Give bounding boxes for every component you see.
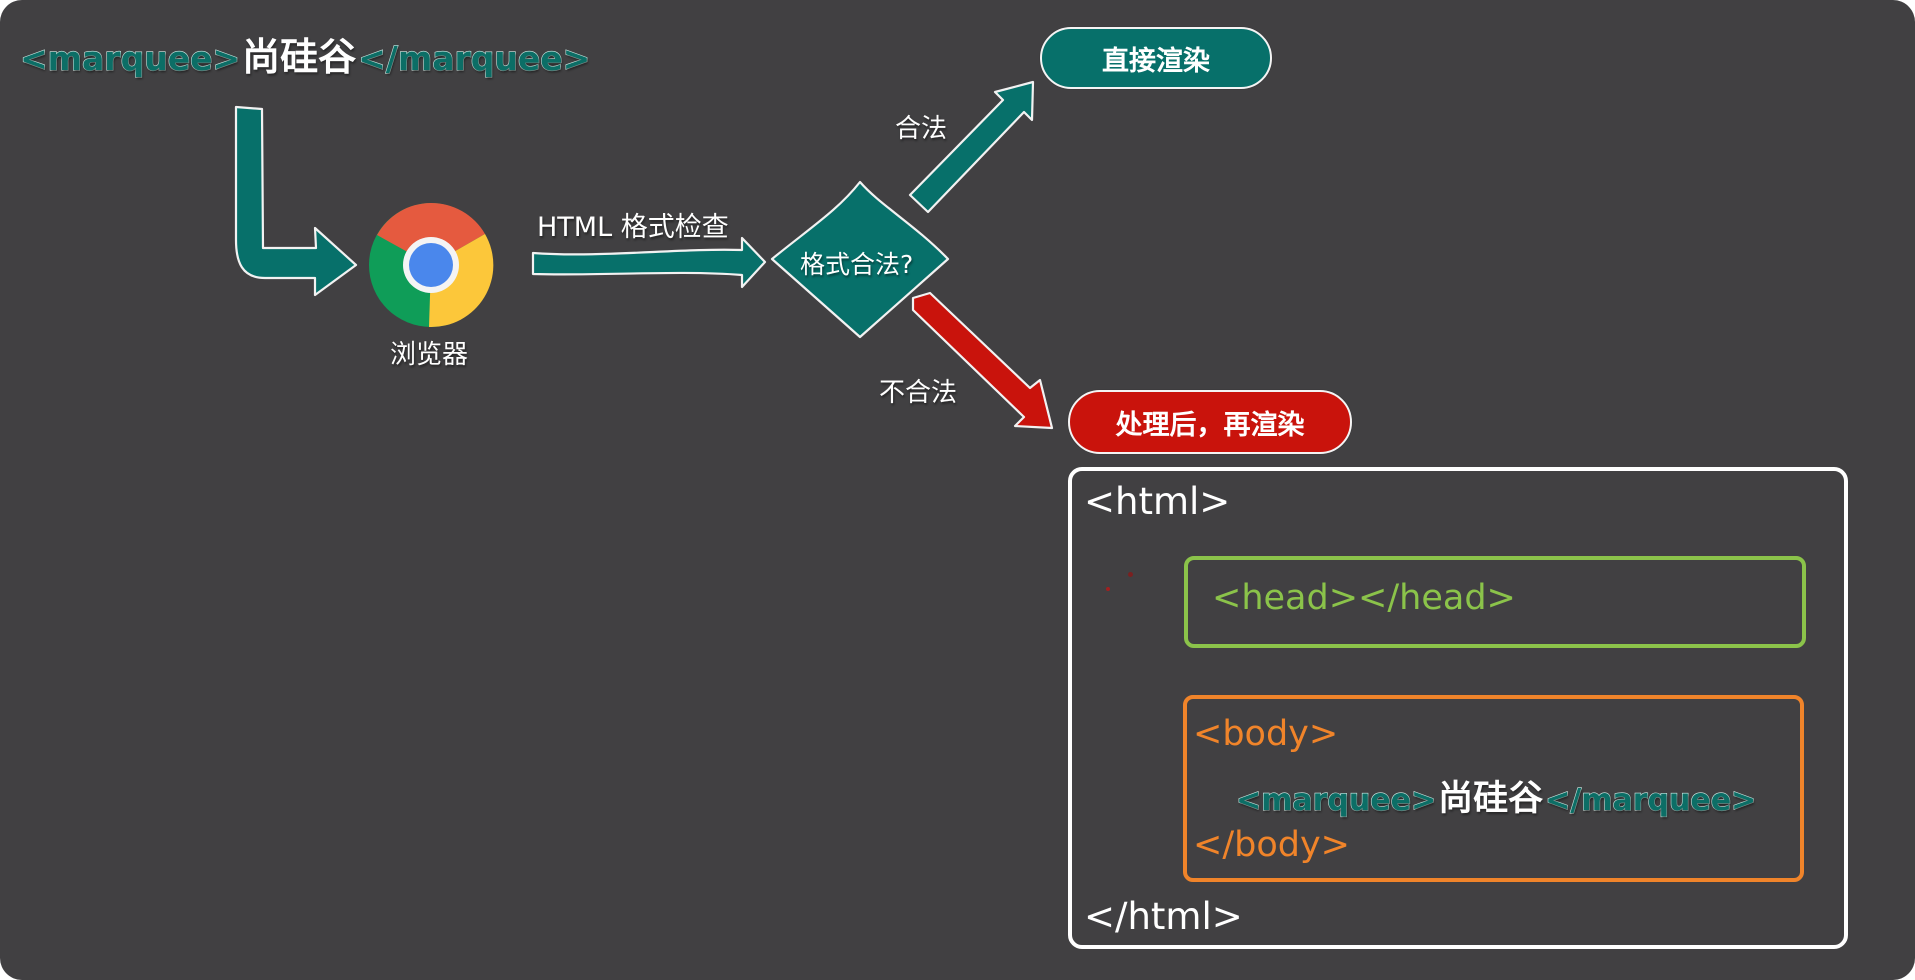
decorative-dot bbox=[1128, 572, 1133, 577]
marquee-close-tag: </marquee> bbox=[358, 38, 591, 78]
marquee-content: 尚硅谷 bbox=[242, 35, 357, 79]
title-marquee-line: <marquee> 尚硅谷 </marquee> bbox=[19, 26, 591, 81]
head-tags: <head></head> bbox=[1212, 578, 1516, 618]
arrow-to-browser bbox=[234, 105, 358, 297]
body-close-tag: </body> bbox=[1193, 825, 1351, 865]
marquee-open-tag: <marquee> bbox=[19, 38, 241, 78]
body-open-tag: <body> bbox=[1193, 714, 1339, 754]
arrow-format-check bbox=[531, 236, 767, 289]
direct-render-label: 直接渲染 bbox=[1102, 45, 1210, 77]
process-render-pill: 处理后，再渲染 bbox=[1068, 390, 1352, 454]
body-marquee-content: 尚硅谷 bbox=[1438, 779, 1544, 819]
arrow-invalid bbox=[911, 291, 1054, 430]
body-marquee-close-tag: </marquee> bbox=[1545, 782, 1757, 818]
chrome-browser-icon bbox=[369, 202, 494, 328]
head-box bbox=[1184, 556, 1806, 648]
code-example-box bbox=[1068, 467, 1848, 949]
direct-render-pill: 直接渲染 bbox=[1040, 27, 1272, 89]
invalid-label: 不合法 bbox=[879, 378, 958, 408]
body-box bbox=[1183, 695, 1804, 882]
decision-label: 格式合法? bbox=[800, 250, 914, 279]
html-close-tag: </html> bbox=[1084, 895, 1243, 938]
html-open-tag: <html> bbox=[1084, 480, 1231, 523]
browser-label: 浏览器 bbox=[390, 340, 469, 370]
body-marquee-line: <marquee> 尚硅谷 </marquee> bbox=[1235, 770, 1757, 821]
decision-diamond bbox=[770, 180, 950, 339]
body-marquee-open-tag: <marquee> bbox=[1235, 782, 1437, 818]
decorative-dot bbox=[1106, 587, 1110, 591]
format-check-label: HTML 格式检查 bbox=[537, 212, 729, 243]
arrow-valid bbox=[908, 80, 1035, 214]
process-render-label: 处理后，再渲染 bbox=[1115, 409, 1305, 441]
valid-label: 合法 bbox=[895, 114, 948, 144]
